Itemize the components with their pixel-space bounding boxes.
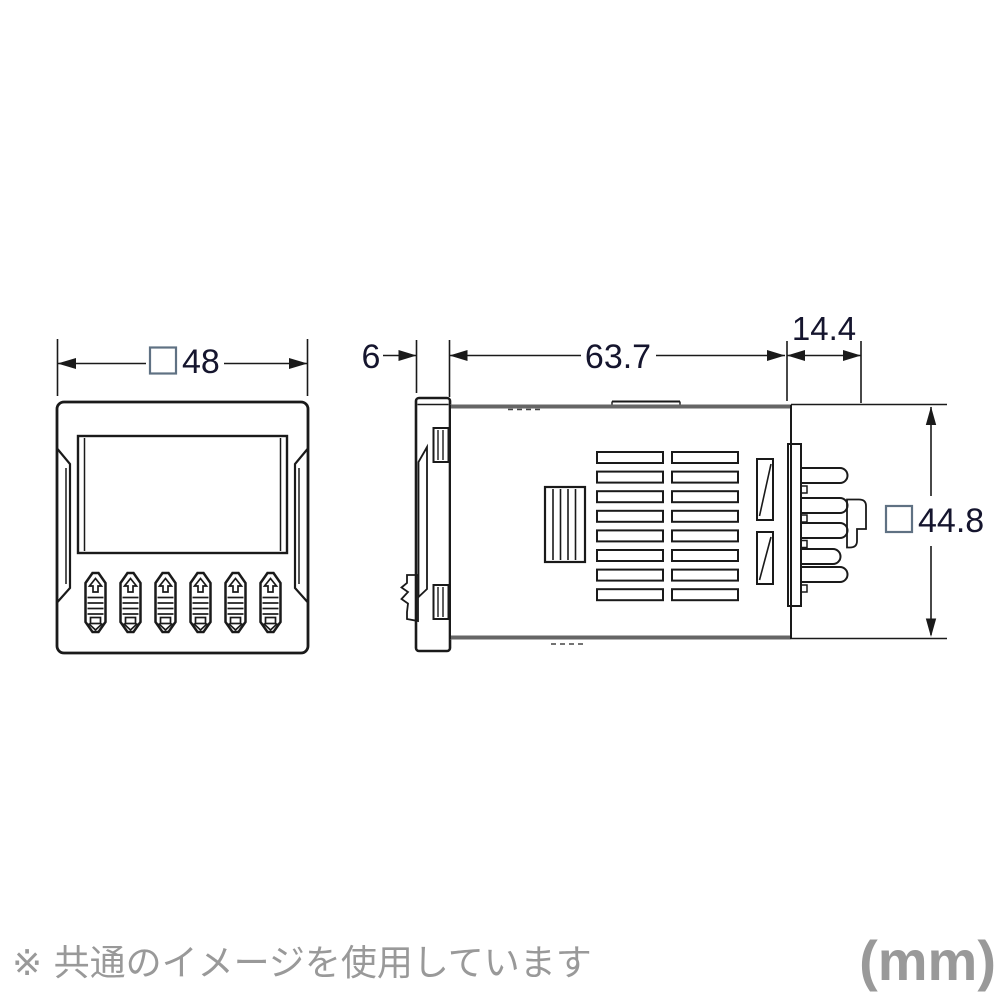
front-width-dimension: 48 — [56, 339, 309, 396]
thumbwheel-key — [224, 571, 247, 634]
side-view — [400, 396, 867, 653]
terminal-pins — [800, 467, 867, 593]
common-image-note: ※ 共通のイメージを使用しています — [12, 943, 592, 984]
dim-body-height-label: 44.8 — [918, 502, 984, 540]
square-outline-icon — [884, 504, 914, 534]
height-dimension: 44.8 — [791, 403, 984, 640]
display-window — [76, 434, 289, 555]
bezel-clip-bottom — [432, 584, 450, 620]
right-side-notch — [293, 448, 309, 603]
dim-pin-depth-label: 14.4 — [792, 310, 856, 347]
release-lever-bottom — [756, 531, 774, 585]
ribbed-grip-block — [543, 485, 587, 564]
thumbwheel-key — [154, 571, 177, 634]
depth-dimensions: 6 63.7 14.4 — [362, 310, 862, 403]
socket-key-tab — [846, 498, 867, 549]
thumbwheel-key — [259, 571, 282, 634]
left-side-notch — [56, 448, 72, 603]
dim-front-width-label: 48 — [182, 343, 220, 381]
square-outline-icon — [148, 346, 178, 375]
unit-label: (mm) — [859, 929, 996, 992]
thumbwheel-keys — [84, 571, 282, 634]
front-view — [55, 400, 310, 655]
hook-clip — [400, 574, 419, 623]
mount-spring-strip — [417, 443, 428, 600]
mold-marks — [508, 408, 583, 645]
thumbwheel-key — [189, 571, 212, 634]
bezel-clip-top — [432, 427, 450, 463]
dim-body-depth-label: 63.7 — [585, 338, 651, 376]
dim-bezel-depth-label: 6 — [362, 338, 381, 376]
thumbwheel-key — [119, 571, 142, 634]
thumbwheel-key — [84, 571, 107, 634]
release-lever-top — [756, 458, 774, 521]
front-panel-outline — [55, 400, 310, 655]
